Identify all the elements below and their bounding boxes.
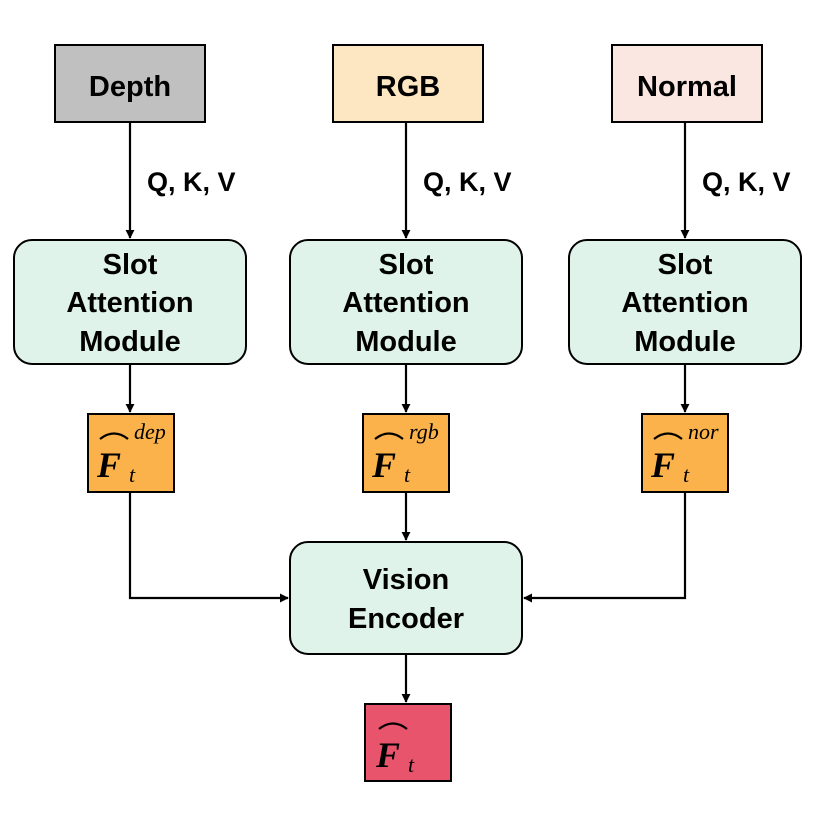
rgb-input-box bbox=[332, 44, 484, 123]
rgb-input-label: RGB bbox=[376, 71, 440, 103]
normal-feature-to-encoder-connector bbox=[523, 492, 687, 603]
encoder-line-1: Vision bbox=[363, 564, 450, 596]
rgb-feature-sub: t bbox=[404, 462, 411, 487]
depth-module-line-3: Module bbox=[79, 326, 181, 358]
normal-feature-box bbox=[641, 413, 729, 493]
rgb-feature-hat bbox=[374, 432, 404, 440]
depth-qkv-label: Q, K, V bbox=[147, 167, 236, 197]
rgb-feature-sup: rgb bbox=[409, 419, 439, 444]
depth-feature-to-encoder-connector bbox=[128, 492, 289, 603]
rgb-feature-base: F bbox=[371, 445, 396, 485]
column-depth: Depth Q, K, V Slot Attention Module F t … bbox=[13, 44, 247, 493]
depth-feature-sub: t bbox=[129, 462, 136, 487]
normal-input-box bbox=[611, 44, 763, 123]
depth-feature-base: F bbox=[96, 445, 121, 485]
rgb-module-line-3: Module bbox=[355, 326, 457, 358]
rgb-feature-box bbox=[362, 413, 450, 493]
depth-module-line-2: Attention bbox=[66, 287, 193, 319]
output-feature-sub: t bbox=[408, 752, 415, 777]
vision-encoder-box bbox=[289, 541, 523, 655]
output-feature-hat bbox=[378, 722, 408, 730]
output-feature-box bbox=[364, 703, 452, 782]
normal-module-line-1: Slot bbox=[658, 249, 713, 281]
normal-input-label: Normal bbox=[637, 71, 737, 103]
depth-feature-sup: dep bbox=[134, 419, 166, 444]
normal-feature-hat bbox=[653, 432, 683, 440]
encoder-line-2: Encoder bbox=[348, 603, 464, 635]
output-feature-base: F bbox=[375, 735, 400, 775]
depth-feature-hat bbox=[99, 432, 129, 440]
normal-feature-sub: t bbox=[683, 462, 690, 487]
depth-input-label: Depth bbox=[89, 71, 171, 103]
depth-module-line-1: Slot bbox=[103, 249, 158, 281]
rgb-module-line-2: Attention bbox=[342, 287, 469, 319]
output-feature: F t bbox=[364, 703, 452, 782]
normal-qkv-label: Q, K, V bbox=[702, 167, 791, 197]
column-normal: Normal Q, K, V Slot Attention Module F t… bbox=[568, 44, 802, 493]
depth-input-box bbox=[54, 44, 206, 123]
normal-feature-base: F bbox=[650, 445, 675, 485]
rgb-qkv-label: Q, K, V bbox=[423, 167, 512, 197]
vision-encoder: Vision Encoder bbox=[289, 541, 523, 655]
normal-module-line-2: Attention bbox=[621, 287, 748, 319]
column-rgb: RGB Q, K, V Slot Attention Module F t rg… bbox=[289, 44, 523, 541]
normal-module-line-3: Module bbox=[634, 326, 736, 358]
normal-feature-sup: nor bbox=[688, 419, 719, 444]
rgb-module-line-1: Slot bbox=[379, 249, 434, 281]
